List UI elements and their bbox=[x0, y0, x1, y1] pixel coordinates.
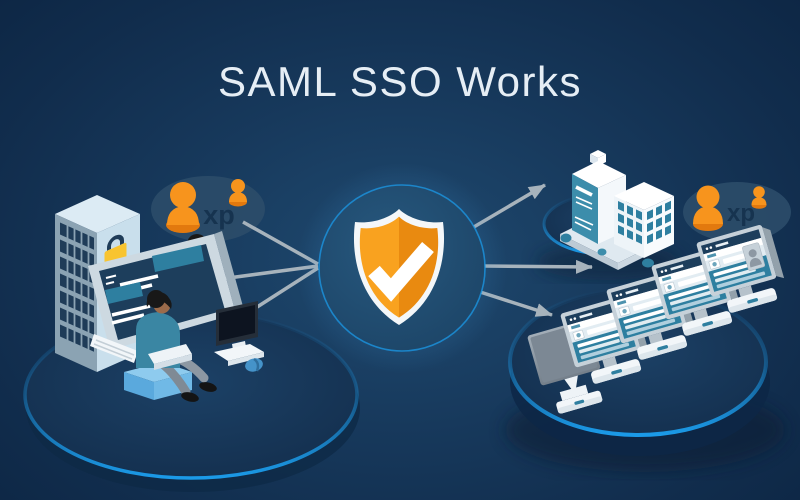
service-buildings-scene bbox=[560, 150, 674, 270]
avatar-card-icon bbox=[742, 242, 766, 271]
identity-user-icon bbox=[693, 185, 723, 231]
identity-badge-right: xp bbox=[683, 182, 791, 242]
mouse-icon bbox=[245, 357, 263, 372]
badge-label-left: xp bbox=[203, 200, 235, 230]
application-monitors-scene bbox=[527, 221, 790, 417]
user-workstation-scene bbox=[55, 195, 264, 402]
tree-icon bbox=[597, 248, 607, 256]
checkmark-icon bbox=[368, 241, 434, 302]
identity-badge-left: xp bbox=[151, 176, 265, 242]
identity-user-small-icon bbox=[229, 179, 247, 207]
end-user-icon bbox=[124, 290, 217, 402]
identity-user-icon bbox=[166, 182, 200, 233]
page-title: SAML SSO Works bbox=[217, 58, 583, 106]
tree-icon bbox=[560, 233, 572, 243]
tree-icon bbox=[642, 258, 654, 268]
service-buildings-icon bbox=[560, 150, 674, 268]
sso-shield-check-icon bbox=[353, 209, 445, 325]
sso-shield bbox=[297, 163, 507, 373]
keyboard-icon bbox=[90, 334, 138, 363]
identity-user-small-icon bbox=[751, 186, 767, 209]
desktop-monitor-icon bbox=[214, 301, 264, 366]
login-screen-icon bbox=[88, 231, 244, 350]
badge-label-right: xp bbox=[727, 200, 755, 227]
